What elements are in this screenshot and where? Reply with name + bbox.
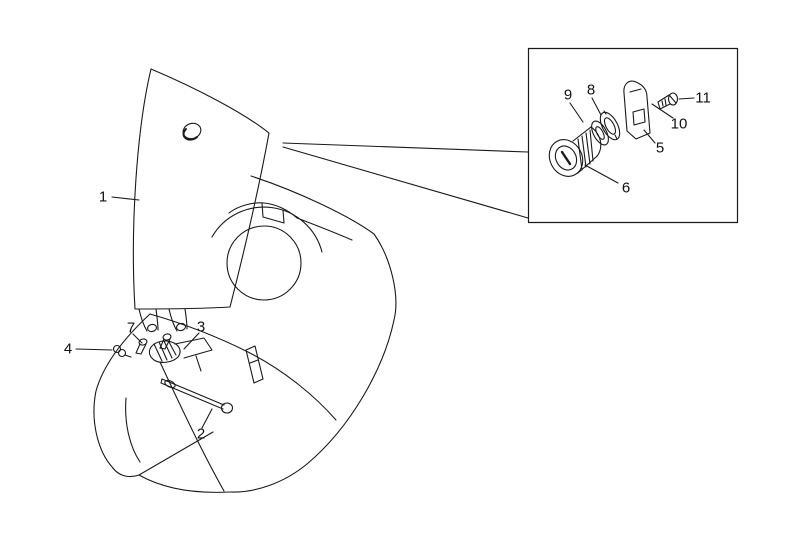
front-panel (132, 68, 270, 333)
callout-1: 1 (98, 188, 108, 206)
callout-10: 10 (670, 115, 688, 133)
retaining-ring (112, 344, 132, 358)
spring-latch (148, 337, 213, 372)
lock-cylinder (548, 126, 602, 177)
callout-11: 11 (695, 89, 711, 107)
callout-3: 3 (196, 318, 206, 336)
inset-box (527, 47, 739, 224)
callout-6: 6 (621, 179, 631, 197)
callout-4: 4 (63, 340, 73, 358)
chassis-frame (93, 175, 397, 493)
lock-washer (591, 120, 609, 146)
callout-5: 5 (655, 139, 665, 157)
fastener-screws (135, 333, 172, 355)
callout-9: 9 (563, 86, 573, 104)
lock-ring (599, 110, 621, 141)
inset-callout-lines (569, 97, 695, 184)
callout-7: 7 (126, 319, 136, 337)
callout-8: 8 (586, 81, 596, 99)
lock-screw (657, 92, 679, 110)
inset-leader-lines (282, 142, 529, 219)
lock-assembly (548, 80, 695, 184)
callout-2: 2 (196, 425, 206, 443)
latch-plate (623, 80, 651, 140)
hinge-pin (160, 378, 234, 414)
main-callout-lines (75, 196, 213, 429)
